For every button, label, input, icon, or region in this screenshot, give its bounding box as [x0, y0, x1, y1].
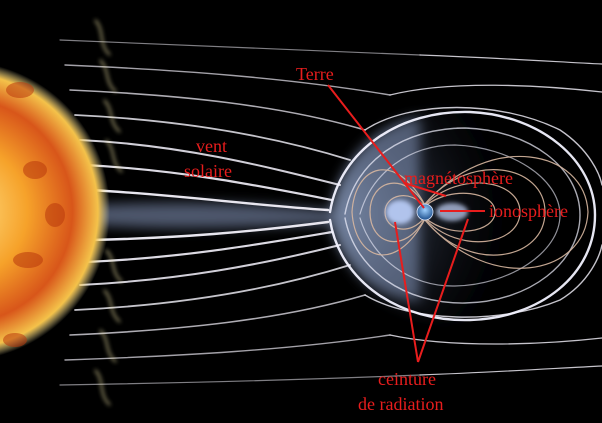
dipole-field-lines — [351, 155, 589, 269]
label-ionosphere: ionosphère — [489, 201, 568, 221]
sun-icon — [0, 19, 123, 406]
ceinture-pointer-right — [417, 218, 469, 363]
earth-icon — [416, 203, 434, 221]
draped-field-lines — [364, 54, 602, 376]
label-terre: Terre — [296, 64, 334, 84]
magnetosphere-pointer — [403, 182, 447, 197]
label-pointers — [327, 84, 485, 363]
label-vent: vent — [196, 136, 227, 156]
ceinture-pointer-left — [394, 221, 419, 363]
label-magnetosphere: magnétosphère — [404, 168, 513, 188]
solar-wind-lines — [59, 39, 421, 386]
label-de-radiation: de radiation — [358, 394, 443, 414]
label-solaire: solaire — [184, 161, 232, 181]
terre-pointer — [327, 84, 425, 209]
label-ceinture: ceinture — [378, 369, 436, 389]
